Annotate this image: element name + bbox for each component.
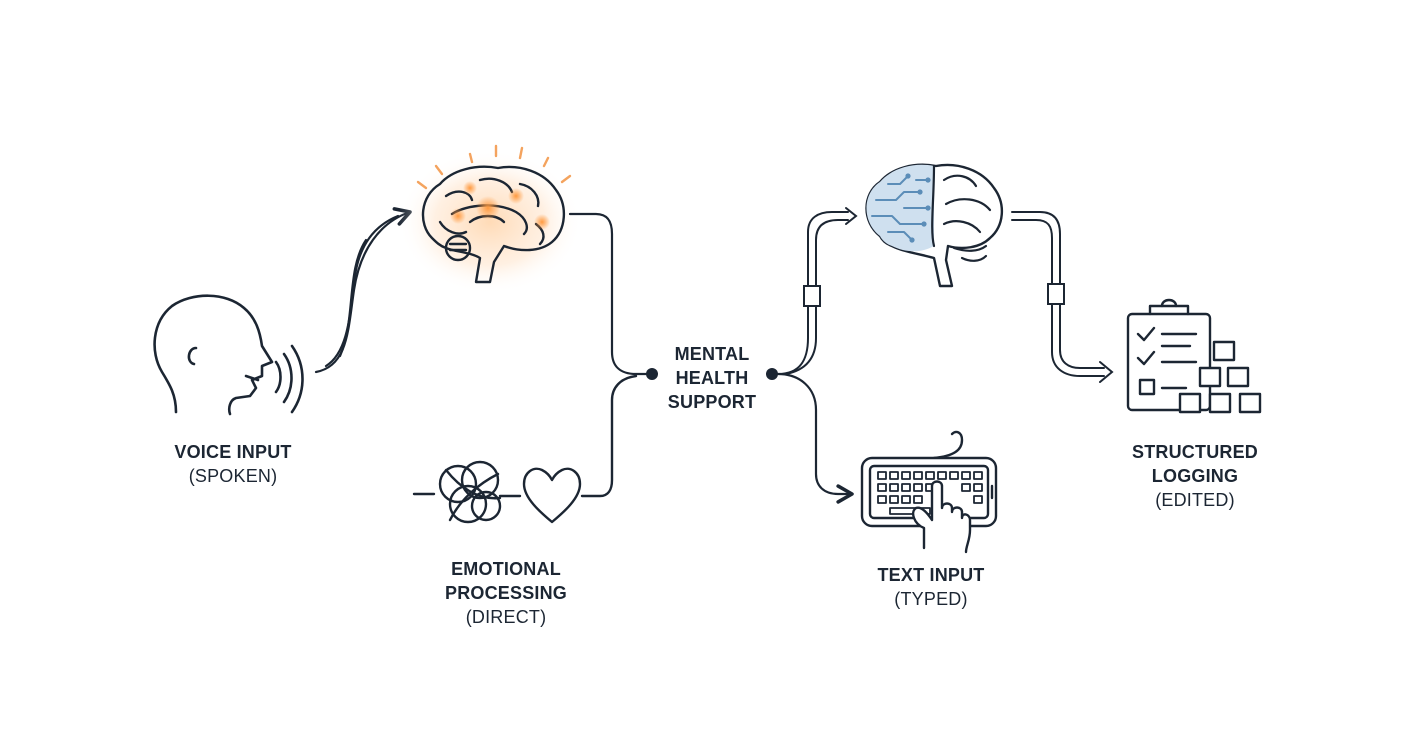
hub-line2: HEALTH bbox=[675, 368, 749, 388]
emotional-processing-subtitle: (DIRECT) bbox=[465, 607, 547, 627]
hub-line1: MENTAL bbox=[674, 344, 750, 364]
emotional-processing-label: EMOTIONAL PROCESSING (DIRECT) bbox=[445, 557, 567, 629]
voice-input-subtitle: (SPOKEN) bbox=[188, 466, 278, 486]
brain-to-hub-connector bbox=[568, 212, 654, 376]
hub-right-dot bbox=[766, 368, 778, 380]
keyboard-typing-icon bbox=[860, 430, 998, 554]
structured-logging-subtitle: (EDITED) bbox=[1155, 490, 1235, 510]
structured-logging-title-line1: STRUCTURED bbox=[1132, 442, 1258, 462]
brain-to-logging-connector bbox=[1011, 211, 1114, 383]
circuit-brain-icon bbox=[865, 163, 1003, 288]
hub-line3: SUPPORT bbox=[667, 392, 757, 412]
knot-heart-icon bbox=[412, 374, 638, 524]
glowing-brain-icon bbox=[398, 144, 582, 294]
voice-input-title: VOICE INPUT bbox=[174, 442, 292, 462]
structured-logging-label: STRUCTURED LOGGING (EDITED) bbox=[1132, 440, 1258, 512]
emotional-processing-title-line2: PROCESSING bbox=[444, 583, 568, 603]
voice-input-label: VOICE INPUT (SPOKEN) bbox=[174, 440, 291, 488]
hub-label: MENTAL HEALTH SUPPORT bbox=[668, 342, 756, 414]
emotional-processing-title-line1: EMOTIONAL bbox=[451, 559, 561, 579]
structured-logging-title-line2: LOGGING bbox=[1151, 466, 1239, 486]
speaking-head-icon bbox=[153, 294, 304, 416]
text-input-subtitle: (TYPED) bbox=[894, 589, 968, 609]
voice-to-brain-arrow bbox=[314, 207, 412, 374]
text-input-label: TEXT INPUT (TYPED) bbox=[877, 563, 984, 611]
hub-left-dot bbox=[646, 368, 658, 380]
clipboard-checklist-icon bbox=[1126, 298, 1262, 414]
text-input-title: TEXT INPUT bbox=[877, 565, 985, 585]
hub-to-circuit-brain-connector bbox=[777, 207, 858, 375]
hub-to-text-input-connector bbox=[776, 372, 854, 504]
